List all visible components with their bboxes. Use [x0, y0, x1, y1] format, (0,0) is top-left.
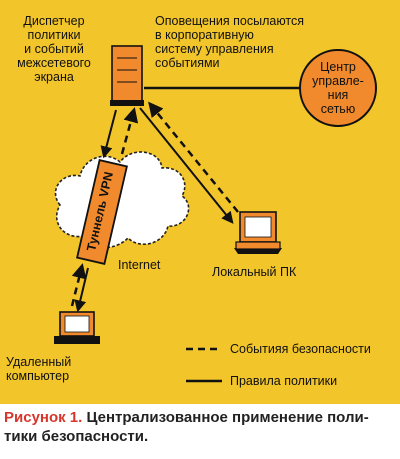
alerts-label: Оповещения посылаются в корпоративную си… [155, 14, 305, 70]
remote-computer-icon [54, 311, 100, 344]
event-line-remote [70, 263, 87, 307]
figure-caption-label: Рисунок 1. [4, 409, 83, 426]
diagram-svg [54, 45, 377, 383]
figure-caption: Рисунок 1. Централизованное применение п… [4, 408, 396, 446]
legend-rules-label: Правила политики [230, 374, 338, 388]
event-line-tunnel [120, 107, 139, 155]
local-pc-icon [234, 211, 282, 254]
network-control-center-label: Центр управле- ния сетью [312, 60, 364, 116]
vpn-tunnel [76, 159, 128, 265]
remote-computer-label: Удаленный компьютер [6, 355, 72, 383]
legend-events-label: Событияя безопасности [230, 342, 371, 356]
policy-line-tunnel [100, 109, 117, 159]
local-pc-label: Локальный ПК [212, 265, 297, 279]
network-control-center [299, 49, 377, 127]
server-icon [110, 45, 144, 106]
policy-line-remote [74, 267, 89, 313]
internet-label: Internet [118, 258, 161, 272]
figure-caption-text: Централизованное применение поли- тики б… [4, 409, 369, 445]
firewall-manager-label: Диспетчер политики и событий межсетевого… [17, 14, 91, 84]
policy-line-local [139, 107, 234, 224]
